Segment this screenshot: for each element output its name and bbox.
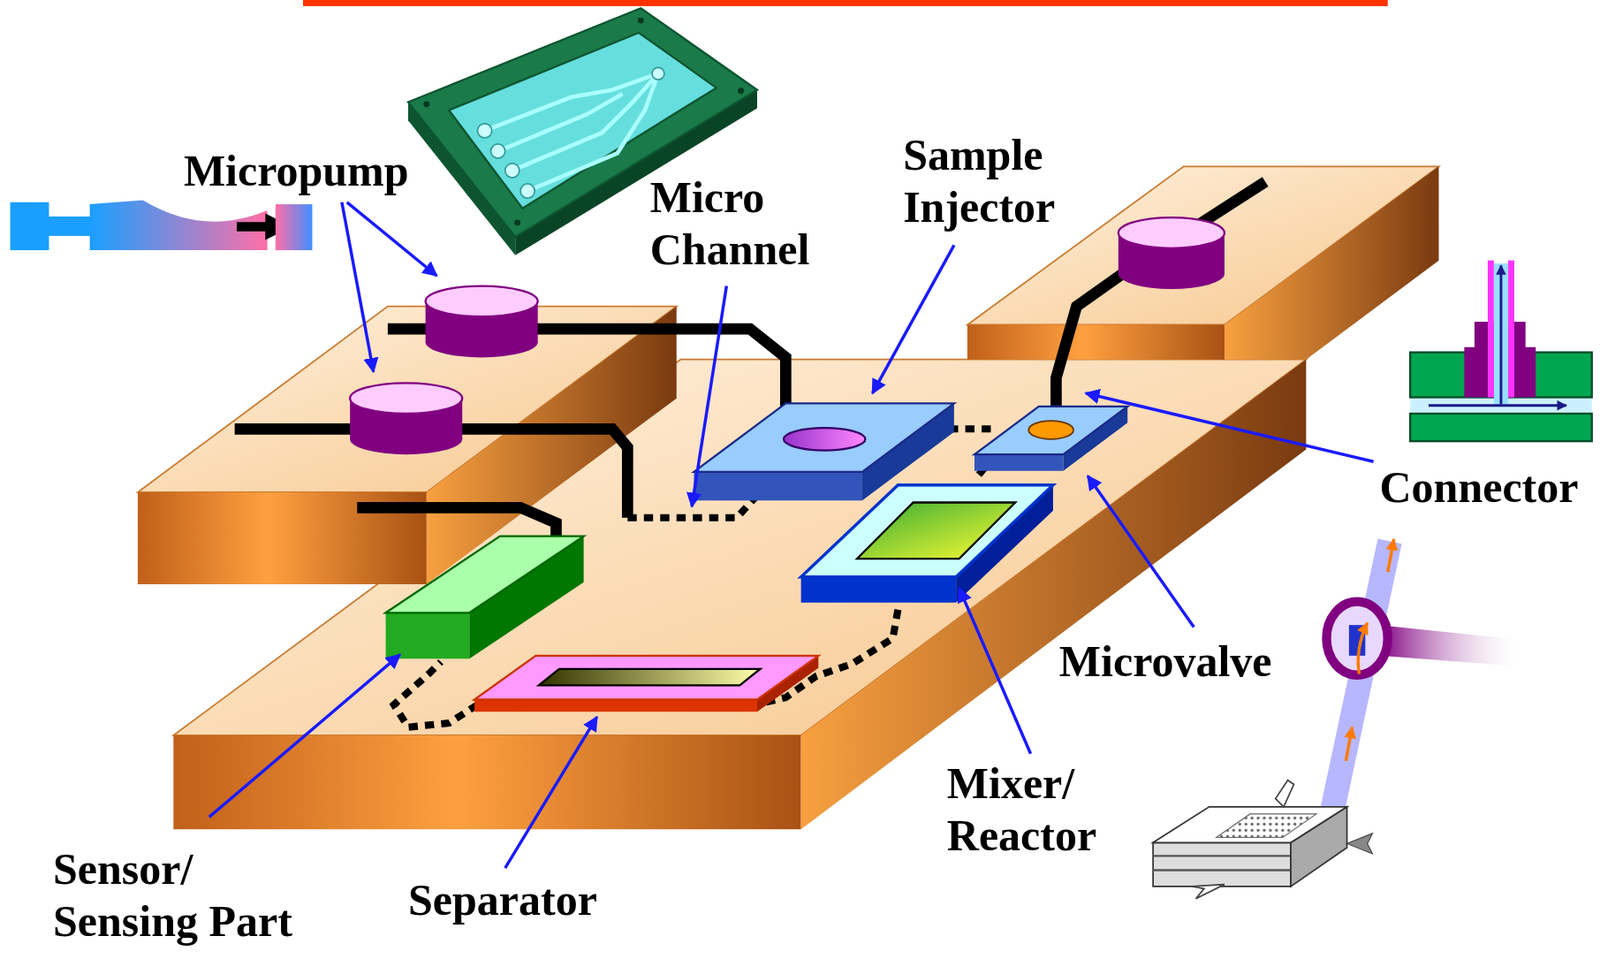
mixer-icon-arrow bbox=[1275, 780, 1295, 807]
pump-body bbox=[349, 424, 463, 455]
separator-column bbox=[538, 668, 761, 685]
part-label: Micropump bbox=[183, 144, 410, 198]
pump-body bbox=[1118, 257, 1225, 289]
valve-icon-side-tube bbox=[1380, 624, 1517, 666]
sensor-top bbox=[386, 536, 584, 614]
chip-well bbox=[652, 67, 665, 80]
board-front bbox=[173, 735, 801, 829]
leader-line bbox=[1085, 393, 1374, 462]
micro-channel bbox=[948, 424, 995, 433]
part-label: Connector bbox=[1380, 461, 1579, 514]
pump-top bbox=[1118, 217, 1225, 249]
leader-line bbox=[341, 202, 374, 372]
mixer-front bbox=[801, 576, 957, 603]
flow-arrow bbox=[1428, 403, 1567, 407]
valve-icon-ring bbox=[1326, 601, 1388, 675]
part-label: Mixer/ Reactor bbox=[947, 757, 1097, 862]
leader-line bbox=[209, 654, 401, 818]
leader-line bbox=[691, 286, 727, 508]
separator-front bbox=[474, 699, 758, 713]
chip-well bbox=[505, 163, 520, 178]
chip-screw bbox=[514, 219, 521, 226]
flow-arrow bbox=[1387, 538, 1395, 572]
mixer-icon-array bbox=[1216, 813, 1317, 838]
valve-top bbox=[974, 406, 1128, 455]
pump-top bbox=[425, 286, 539, 318]
connector-tube bbox=[1487, 260, 1494, 398]
leader-line bbox=[347, 202, 438, 276]
chip-screw bbox=[737, 87, 744, 94]
chip-screw bbox=[637, 17, 645, 24]
part-label: Separator bbox=[408, 873, 598, 926]
mixer-top bbox=[801, 485, 1054, 577]
flow-arrow bbox=[1500, 265, 1503, 404]
micro-channel bbox=[394, 661, 478, 728]
chip-well bbox=[520, 183, 535, 198]
connector-plate bbox=[1410, 413, 1593, 441]
chip-well bbox=[477, 123, 493, 138]
leader-line bbox=[959, 588, 1032, 754]
chip-screw bbox=[423, 100, 430, 107]
injector-front bbox=[693, 471, 863, 501]
sensor-front bbox=[386, 612, 471, 659]
chip-well bbox=[491, 144, 506, 159]
mixer-icon-arrow bbox=[1191, 884, 1225, 899]
title-bar bbox=[303, 0, 1388, 7]
part-label: Micro Channel bbox=[650, 171, 811, 276]
part-label: Sample Injector bbox=[902, 128, 1055, 234]
injector-top bbox=[693, 402, 955, 471]
channel-line bbox=[356, 507, 556, 539]
right-block-front bbox=[967, 324, 1225, 359]
part-label: Microvalve bbox=[1059, 635, 1273, 688]
valve-port bbox=[1028, 420, 1074, 440]
pump-body bbox=[425, 326, 539, 358]
flow-arrow bbox=[1345, 727, 1352, 761]
leader-line bbox=[1087, 475, 1194, 627]
mixer-icon-layer bbox=[1152, 868, 1291, 871]
leader-line bbox=[872, 244, 955, 394]
injector-port bbox=[783, 427, 865, 450]
pump-icon-inlet bbox=[10, 202, 50, 251]
part-label: Sensor/ Sensing Part bbox=[53, 842, 319, 948]
chip-channel bbox=[498, 93, 623, 152]
valve-front bbox=[974, 454, 1063, 471]
separator-top bbox=[474, 655, 819, 700]
right-block-side bbox=[1224, 166, 1440, 359]
mixer-icon-layer bbox=[1152, 854, 1291, 857]
channel-line bbox=[1055, 181, 1266, 411]
mixer-icon-front bbox=[1152, 841, 1291, 887]
mixer-chamber bbox=[856, 501, 1016, 559]
pump-top bbox=[349, 382, 463, 414]
connector-bore bbox=[1493, 263, 1509, 407]
chip-channel bbox=[527, 73, 659, 191]
pump-icon-outlet bbox=[275, 204, 313, 251]
flow-arrow bbox=[1357, 622, 1367, 675]
connector-tube bbox=[1508, 260, 1515, 398]
mixer-icon-top bbox=[1152, 806, 1347, 842]
mixer-icon-arrow bbox=[1347, 833, 1373, 854]
pump-icon-neck bbox=[46, 216, 92, 236]
pump-icon-arrow bbox=[236, 221, 270, 231]
leader-line bbox=[505, 716, 598, 868]
